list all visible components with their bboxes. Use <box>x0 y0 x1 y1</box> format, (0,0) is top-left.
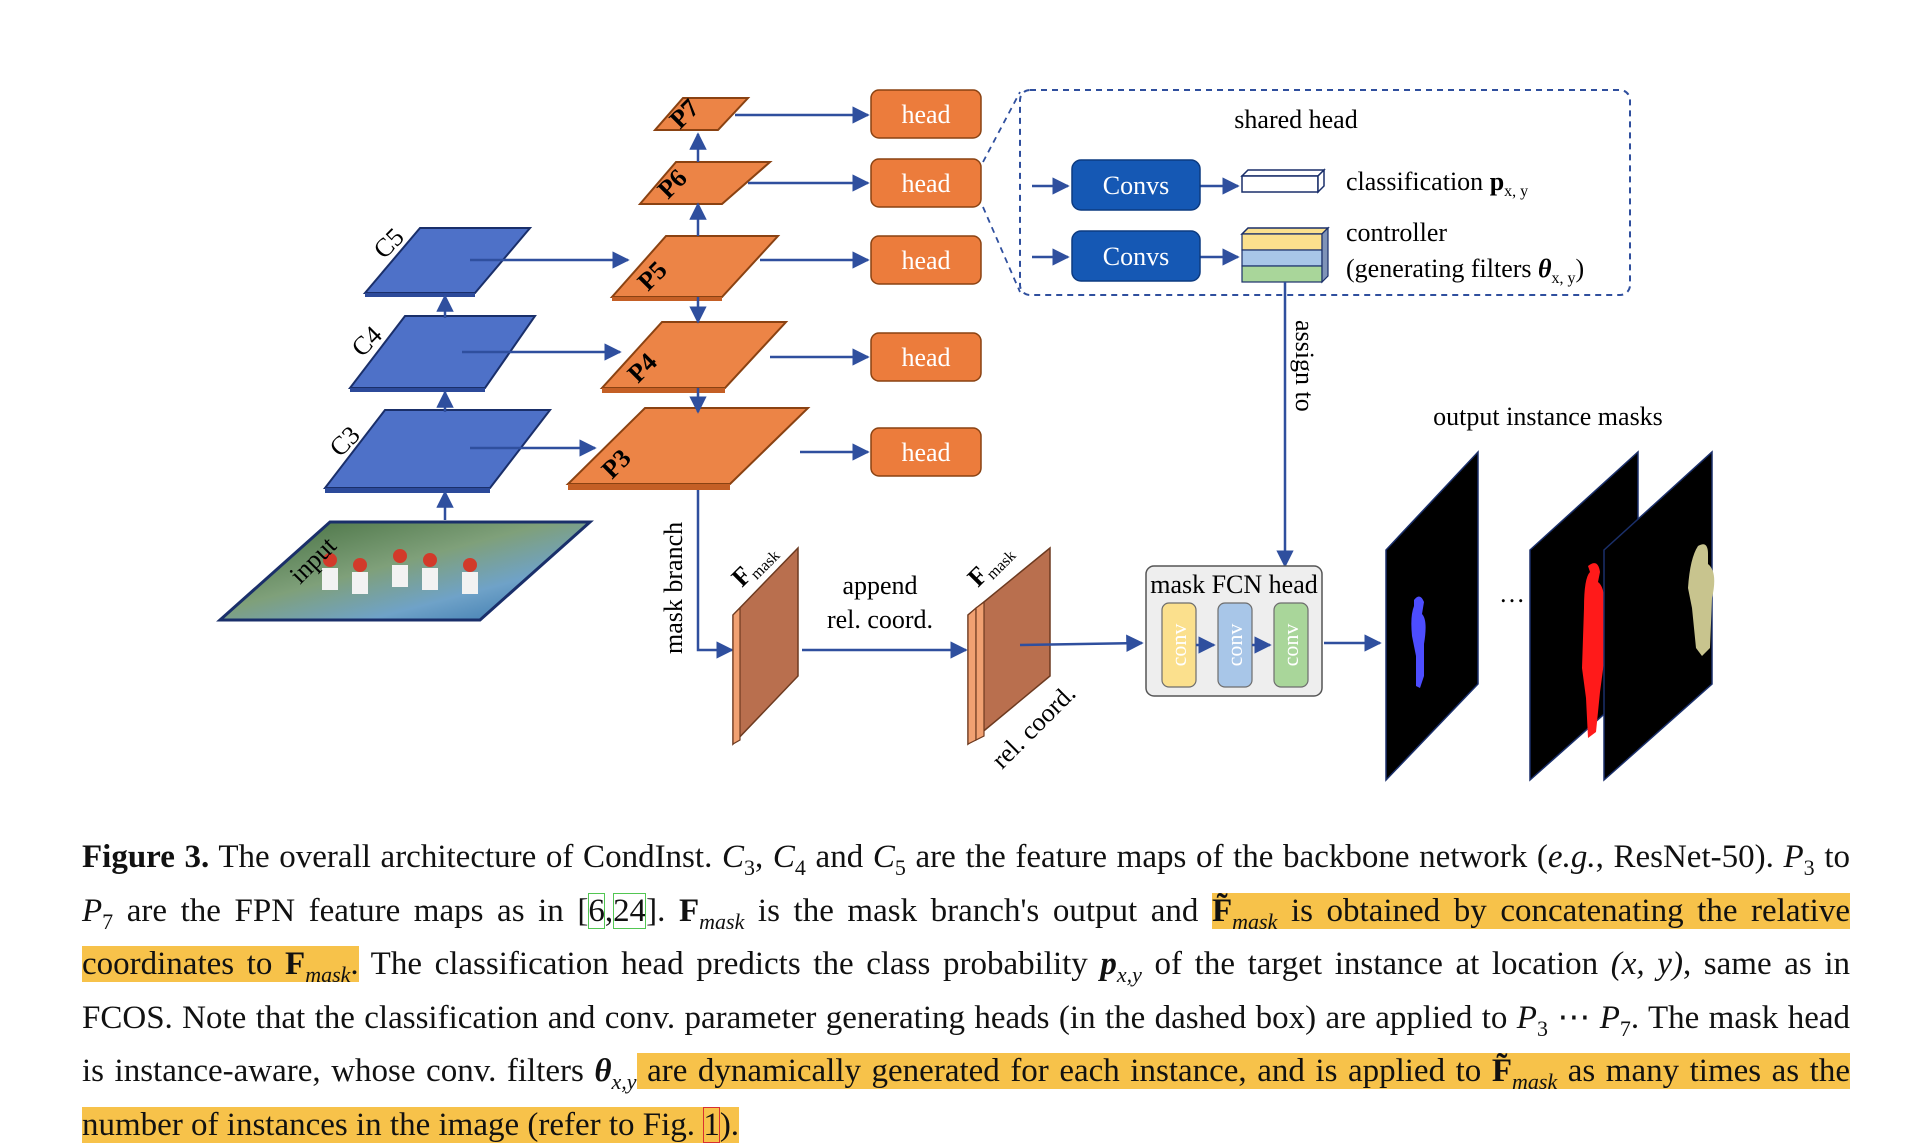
output-mask-1 <box>1385 450 1479 782</box>
backbone-c5 <box>362 227 533 297</box>
svg-text:head: head <box>901 169 950 198</box>
input-image <box>216 520 594 622</box>
fpn-p7 <box>652 97 751 131</box>
svg-text:conv: conv <box>1278 624 1303 667</box>
mask-branch-label: mask branch <box>659 522 688 654</box>
classification-label: classification px, y <box>1346 167 1528 200</box>
figure-ref-1[interactable]: 1 <box>703 1106 720 1143</box>
svg-text:conv: conv <box>1166 624 1191 667</box>
svg-text:head: head <box>901 246 950 275</box>
assign-to-label: assign to <box>1290 320 1319 412</box>
svg-text:head: head <box>901 100 950 129</box>
fpn-p4 <box>599 321 789 393</box>
fmask-feature <box>732 546 799 746</box>
controller-label: controller <box>1346 218 1447 247</box>
fpn-p5 <box>609 235 781 301</box>
head-p7: head <box>870 89 982 139</box>
svg-text:Convs: Convs <box>1103 242 1169 271</box>
shared-head-title: shared head <box>1234 105 1357 134</box>
mask-fcn-head: mask FCN head conv conv conv <box>1145 565 1323 697</box>
svg-text:head: head <box>901 438 950 467</box>
shared-head-box <box>982 89 1631 296</box>
append-label: append <box>842 571 917 600</box>
append-rel-coord-label: rel. coord. <box>827 605 933 634</box>
ftilde-feature <box>967 546 1051 746</box>
output-mask-3 <box>1603 450 1715 782</box>
citation-6[interactable]: 6 <box>588 892 605 929</box>
architecture-diagram: input C5 C4 C3 P7 P6 P <box>216 89 1715 782</box>
head-p3: head <box>870 427 982 477</box>
svg-text:conv: conv <box>1222 624 1247 667</box>
output-masks-label: output instance masks <box>1433 402 1663 431</box>
ellipsis: … <box>1499 579 1525 608</box>
svg-text:mask FCN head: mask FCN head <box>1150 570 1318 599</box>
head-p6: head <box>870 158 982 208</box>
svg-text:head: head <box>901 343 950 372</box>
figure-label: Figure 3. <box>82 839 210 875</box>
fpn-p3 <box>565 407 811 490</box>
convs-classification: Convs <box>1071 159 1201 211</box>
fpn-p6 <box>637 161 773 205</box>
convs-controller: Convs <box>1071 230 1201 282</box>
head-p4: head <box>870 332 982 382</box>
head-p5: head <box>870 235 982 285</box>
figure-caption: Figure 3. The overall architecture of Co… <box>82 839 1851 1143</box>
generating-filters-label: (generating filters θx, y) <box>1346 254 1584 287</box>
backbone-c3 <box>322 409 553 493</box>
caption-text: The overall architecture of CondInst. <box>209 839 722 875</box>
citation-24[interactable]: 24 <box>613 892 647 929</box>
classification-output <box>1240 168 1326 194</box>
svg-text:Convs: Convs <box>1103 171 1169 200</box>
backbone-c4 <box>347 315 537 392</box>
controller-output <box>1240 226 1330 284</box>
